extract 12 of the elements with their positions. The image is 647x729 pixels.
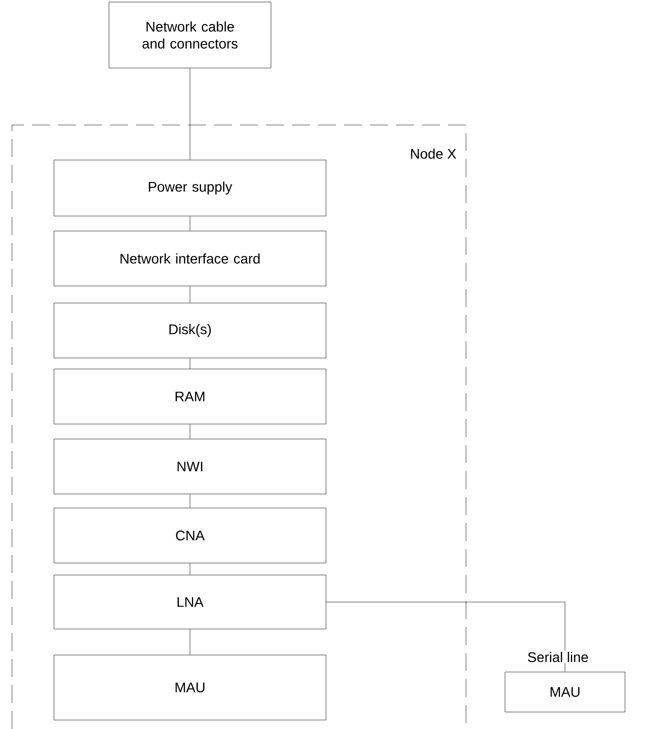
component-box: CNA — [54, 508, 326, 564]
connector-line — [326, 602, 566, 672]
component-box: RAM — [54, 368, 326, 424]
edge-label: Serial line — [526, 650, 590, 664]
component-box: Power supply — [54, 160, 326, 216]
component-box: LNA — [54, 574, 326, 630]
component-box: Network cable and connectors — [108, 2, 272, 68]
component-box: NWI — [54, 438, 326, 494]
component-box: MAU — [504, 672, 626, 712]
component-box: MAU — [54, 654, 326, 720]
component-box: Disk(s) — [54, 302, 326, 358]
component-box: Network interface card — [54, 230, 326, 286]
